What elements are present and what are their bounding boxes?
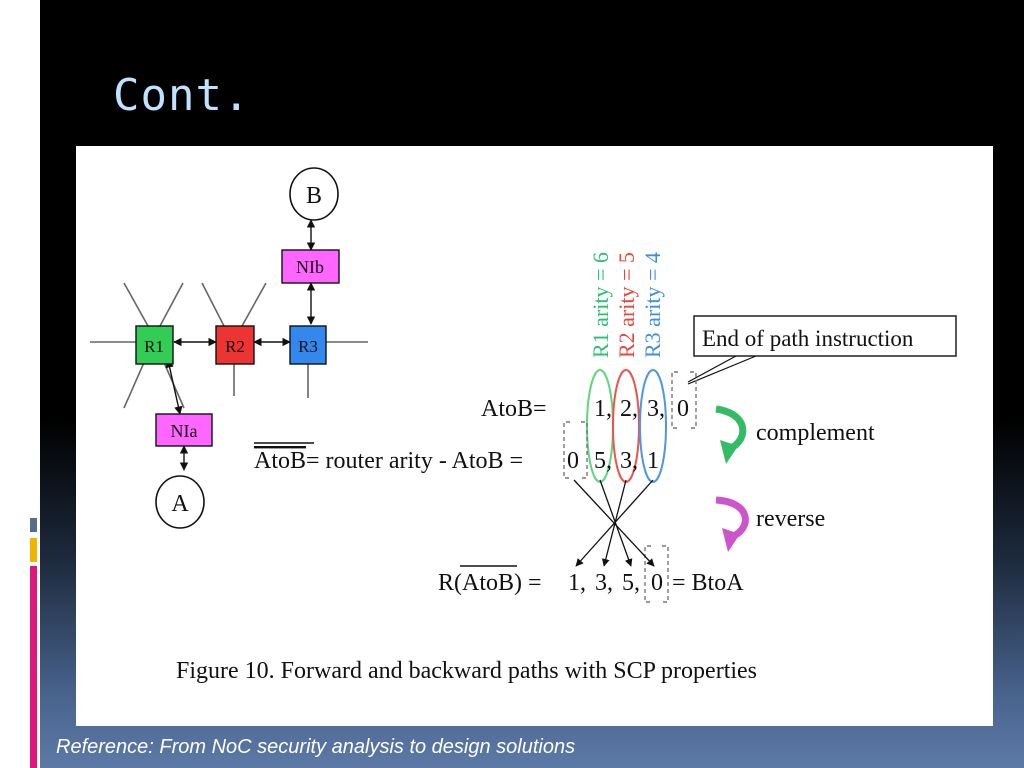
router-r1: R1 bbox=[135, 325, 174, 365]
router-r1-label: R1 bbox=[144, 337, 164, 356]
atob-value-2: 2, bbox=[620, 396, 638, 422]
router-r2-label: R2 bbox=[225, 337, 245, 356]
arity-label-r1: R1 arity = 6 bbox=[588, 252, 613, 358]
ni-b-label: NIb bbox=[296, 257, 324, 277]
reverse-result: = BtoA bbox=[672, 570, 744, 596]
reverse-row-label: R(AtoB) = bbox=[438, 570, 542, 596]
decorative-bars-icon bbox=[24, 65, 40, 120]
endpoint-a-label: A bbox=[171, 491, 189, 517]
complement-row-label: AtoB= router arity - AtoB = bbox=[254, 448, 523, 474]
atob-value-1: 1, bbox=[594, 396, 612, 422]
network-interface-b: NIb bbox=[281, 249, 340, 284]
network-interface-a: NIa bbox=[155, 413, 213, 447]
reverse-value-4: 0 bbox=[651, 570, 663, 596]
complement-label-rest: = router arity - AtoB = bbox=[306, 448, 523, 474]
atob-value-4: 0 bbox=[677, 396, 689, 422]
ni-a-label: NIa bbox=[171, 421, 198, 441]
accent-bar-gold bbox=[30, 538, 37, 562]
arity-label-r2: R2 arity = 5 bbox=[614, 252, 639, 358]
complement-value-1: 0 bbox=[567, 448, 579, 474]
slide-title: Cont. bbox=[113, 70, 251, 121]
arity-label-r3: R3 arity = 4 bbox=[640, 252, 665, 358]
complement-overlined: AtoB bbox=[254, 448, 306, 474]
complement-value-3: 3, bbox=[620, 448, 638, 474]
link-arrows bbox=[165, 219, 316, 471]
complement-value-2: 5, bbox=[594, 448, 612, 474]
atob-value-3: 3, bbox=[647, 396, 665, 422]
reverse-value-2: 3, bbox=[595, 570, 613, 596]
router-r2: R2 bbox=[215, 325, 255, 365]
network-diagram: B A NIb NIa R1 R2 R3 R1 arity = 6 R2 ari… bbox=[90, 167, 957, 684]
router-r3-label: R3 bbox=[298, 337, 318, 356]
figure-caption: Figure 10. Forward and backward paths wi… bbox=[176, 658, 757, 684]
reverse-label-suffix: ) = bbox=[514, 570, 542, 596]
dashed-brackets bbox=[563, 371, 697, 603]
complement-label: complement bbox=[756, 420, 875, 446]
endpoint-a: A bbox=[155, 475, 205, 529]
endpoint-b-label: B bbox=[306, 183, 322, 209]
reverse-value-3: 5, bbox=[622, 570, 640, 596]
accent-bar-magenta bbox=[30, 566, 37, 768]
reverse-label: reverse bbox=[756, 506, 825, 532]
reverse-mapping-arrows bbox=[573, 479, 655, 567]
atob-label: AtoB= bbox=[481, 396, 547, 422]
reverse-label-prefix: R( bbox=[438, 570, 462, 596]
endpoint-b: B bbox=[289, 167, 339, 221]
highlight-r3 bbox=[639, 369, 667, 483]
end-of-path-callout: End of path instruction bbox=[687, 315, 957, 385]
complement-value-4: 1 bbox=[647, 448, 659, 474]
end-of-path-label: End of path instruction bbox=[702, 326, 914, 351]
accent-bar-slate bbox=[30, 518, 37, 532]
router-r3: R3 bbox=[289, 325, 327, 365]
reverse-value-1: 1, bbox=[568, 570, 586, 596]
figure-panel: B A NIb NIa R1 R2 R3 R1 arity = 6 R2 ari… bbox=[76, 146, 993, 726]
reverse-overlined: AtoB bbox=[462, 570, 514, 596]
reference-text: Reference: From NoC security analysis to… bbox=[56, 736, 576, 758]
